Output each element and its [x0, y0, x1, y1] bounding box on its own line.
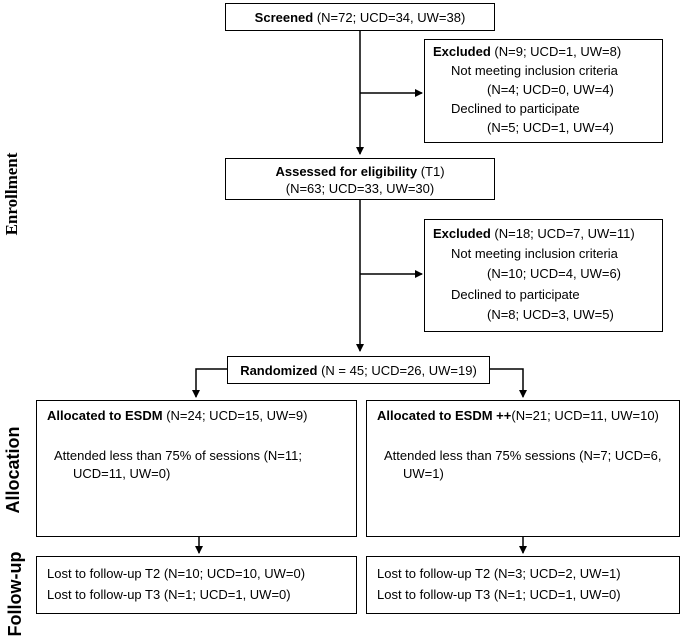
- excluded1-reason-1-counts: (N=4; UCD=0, UW=4): [487, 82, 614, 97]
- randomized-box: Randomized (N = 45; UCD=26, UW=19): [227, 356, 490, 384]
- excluded1-title: Excluded: [433, 44, 491, 59]
- followup-esdm-box: Lost to follow-up T2 (N=10; UCD=10, UW=0…: [36, 556, 357, 614]
- screened-box: Screened (N=72; UCD=34, UW=38): [225, 3, 495, 31]
- excluded1-reason-1: Not meeting inclusion criteria: [451, 63, 618, 78]
- excluded2-title: Excluded: [433, 226, 491, 241]
- excluded2-reason-1-counts: (N=10; UCD=4, UW=6): [487, 266, 622, 281]
- excluded-box-1: Excluded (N=9; UCD=1, UW=8) Not meeting …: [424, 39, 663, 143]
- excluded1-reason-2-counts: (N=5; UCD=1, UW=4): [487, 120, 614, 135]
- esdmpp-counts: (N=21; UCD=11, UW=10): [511, 408, 659, 423]
- excluded2-counts: (N=18; UCD=7, UW=11): [490, 226, 635, 241]
- esdmpp-attended-line-2: UW=1): [403, 466, 444, 481]
- arrow-to-esdmpp: [490, 368, 527, 398]
- excluded1-counts: (N=9; UCD=1, UW=8): [490, 44, 622, 59]
- screened-title: Screened: [254, 10, 314, 25]
- screened-counts: (N=72; UCD=34, UW=38): [313, 10, 466, 25]
- assessed-suffix: (T1): [417, 164, 445, 179]
- esdm-title: Allocated to ESDM: [47, 408, 163, 423]
- assessed-counts: (N=63; UCD=33, UW=30): [285, 181, 435, 196]
- esdmpp-attended-line-1: Attended less than 75% sessions (N=7; UC…: [384, 448, 662, 463]
- allocation-esdm-box: Allocated to ESDM (N=24; UCD=15, UW=9) A…: [36, 400, 357, 537]
- esdmpp-title: Allocated to ESDM ++: [377, 408, 512, 423]
- excluded2-reason-2: Declined to participate: [451, 287, 580, 302]
- followup-esdmpp-box: Lost to follow-up T2 (N=3; UCD=2, UW=1) …: [366, 556, 680, 614]
- arrow-to-esdm: [192, 368, 227, 398]
- section-label-allocation: Allocation: [3, 426, 23, 514]
- randomized-title: Randomized: [240, 363, 318, 378]
- section-label-followup: Follow-up: [5, 551, 25, 637]
- randomized-counts: (N = 45; UCD=26, UW=19): [317, 363, 477, 378]
- excluded-box-2: Excluded (N=18; UCD=7, UW=11) Not meetin…: [424, 219, 663, 332]
- section-label-enrollment: Enrollment: [2, 152, 21, 236]
- esdm-counts: (N=24; UCD=15, UW=9): [162, 408, 308, 423]
- esdm-attended-line-1: Attended less than 75% of sessions (N=11…: [54, 448, 302, 463]
- followup-esdmpp-t2: Lost to follow-up T2 (N=3; UCD=2, UW=1): [377, 566, 621, 581]
- followup-esdmpp-t3: Lost to follow-up T3 (N=1; UCD=1, UW=0): [377, 587, 621, 602]
- esdm-attended-line-2: UCD=11, UW=0): [73, 466, 171, 481]
- assessed-title: Assessed for eligibility: [275, 164, 418, 179]
- excluded2-reason-2-counts: (N=8; UCD=3, UW=5): [487, 307, 614, 322]
- assessed-box: Assessed for eligibility (T1) (N=63; UCD…: [225, 158, 495, 200]
- followup-esdm-t3: Lost to follow-up T3 (N=1; UCD=1, UW=0): [47, 587, 291, 602]
- excluded1-reason-2: Declined to participate: [451, 101, 580, 116]
- excluded2-reason-1: Not meeting inclusion criteria: [451, 246, 618, 261]
- followup-esdm-t2: Lost to follow-up T2 (N=10; UCD=10, UW=0…: [47, 566, 306, 581]
- allocation-esdmpp-box: Allocated to ESDM ++(N=21; UCD=11, UW=10…: [366, 400, 680, 537]
